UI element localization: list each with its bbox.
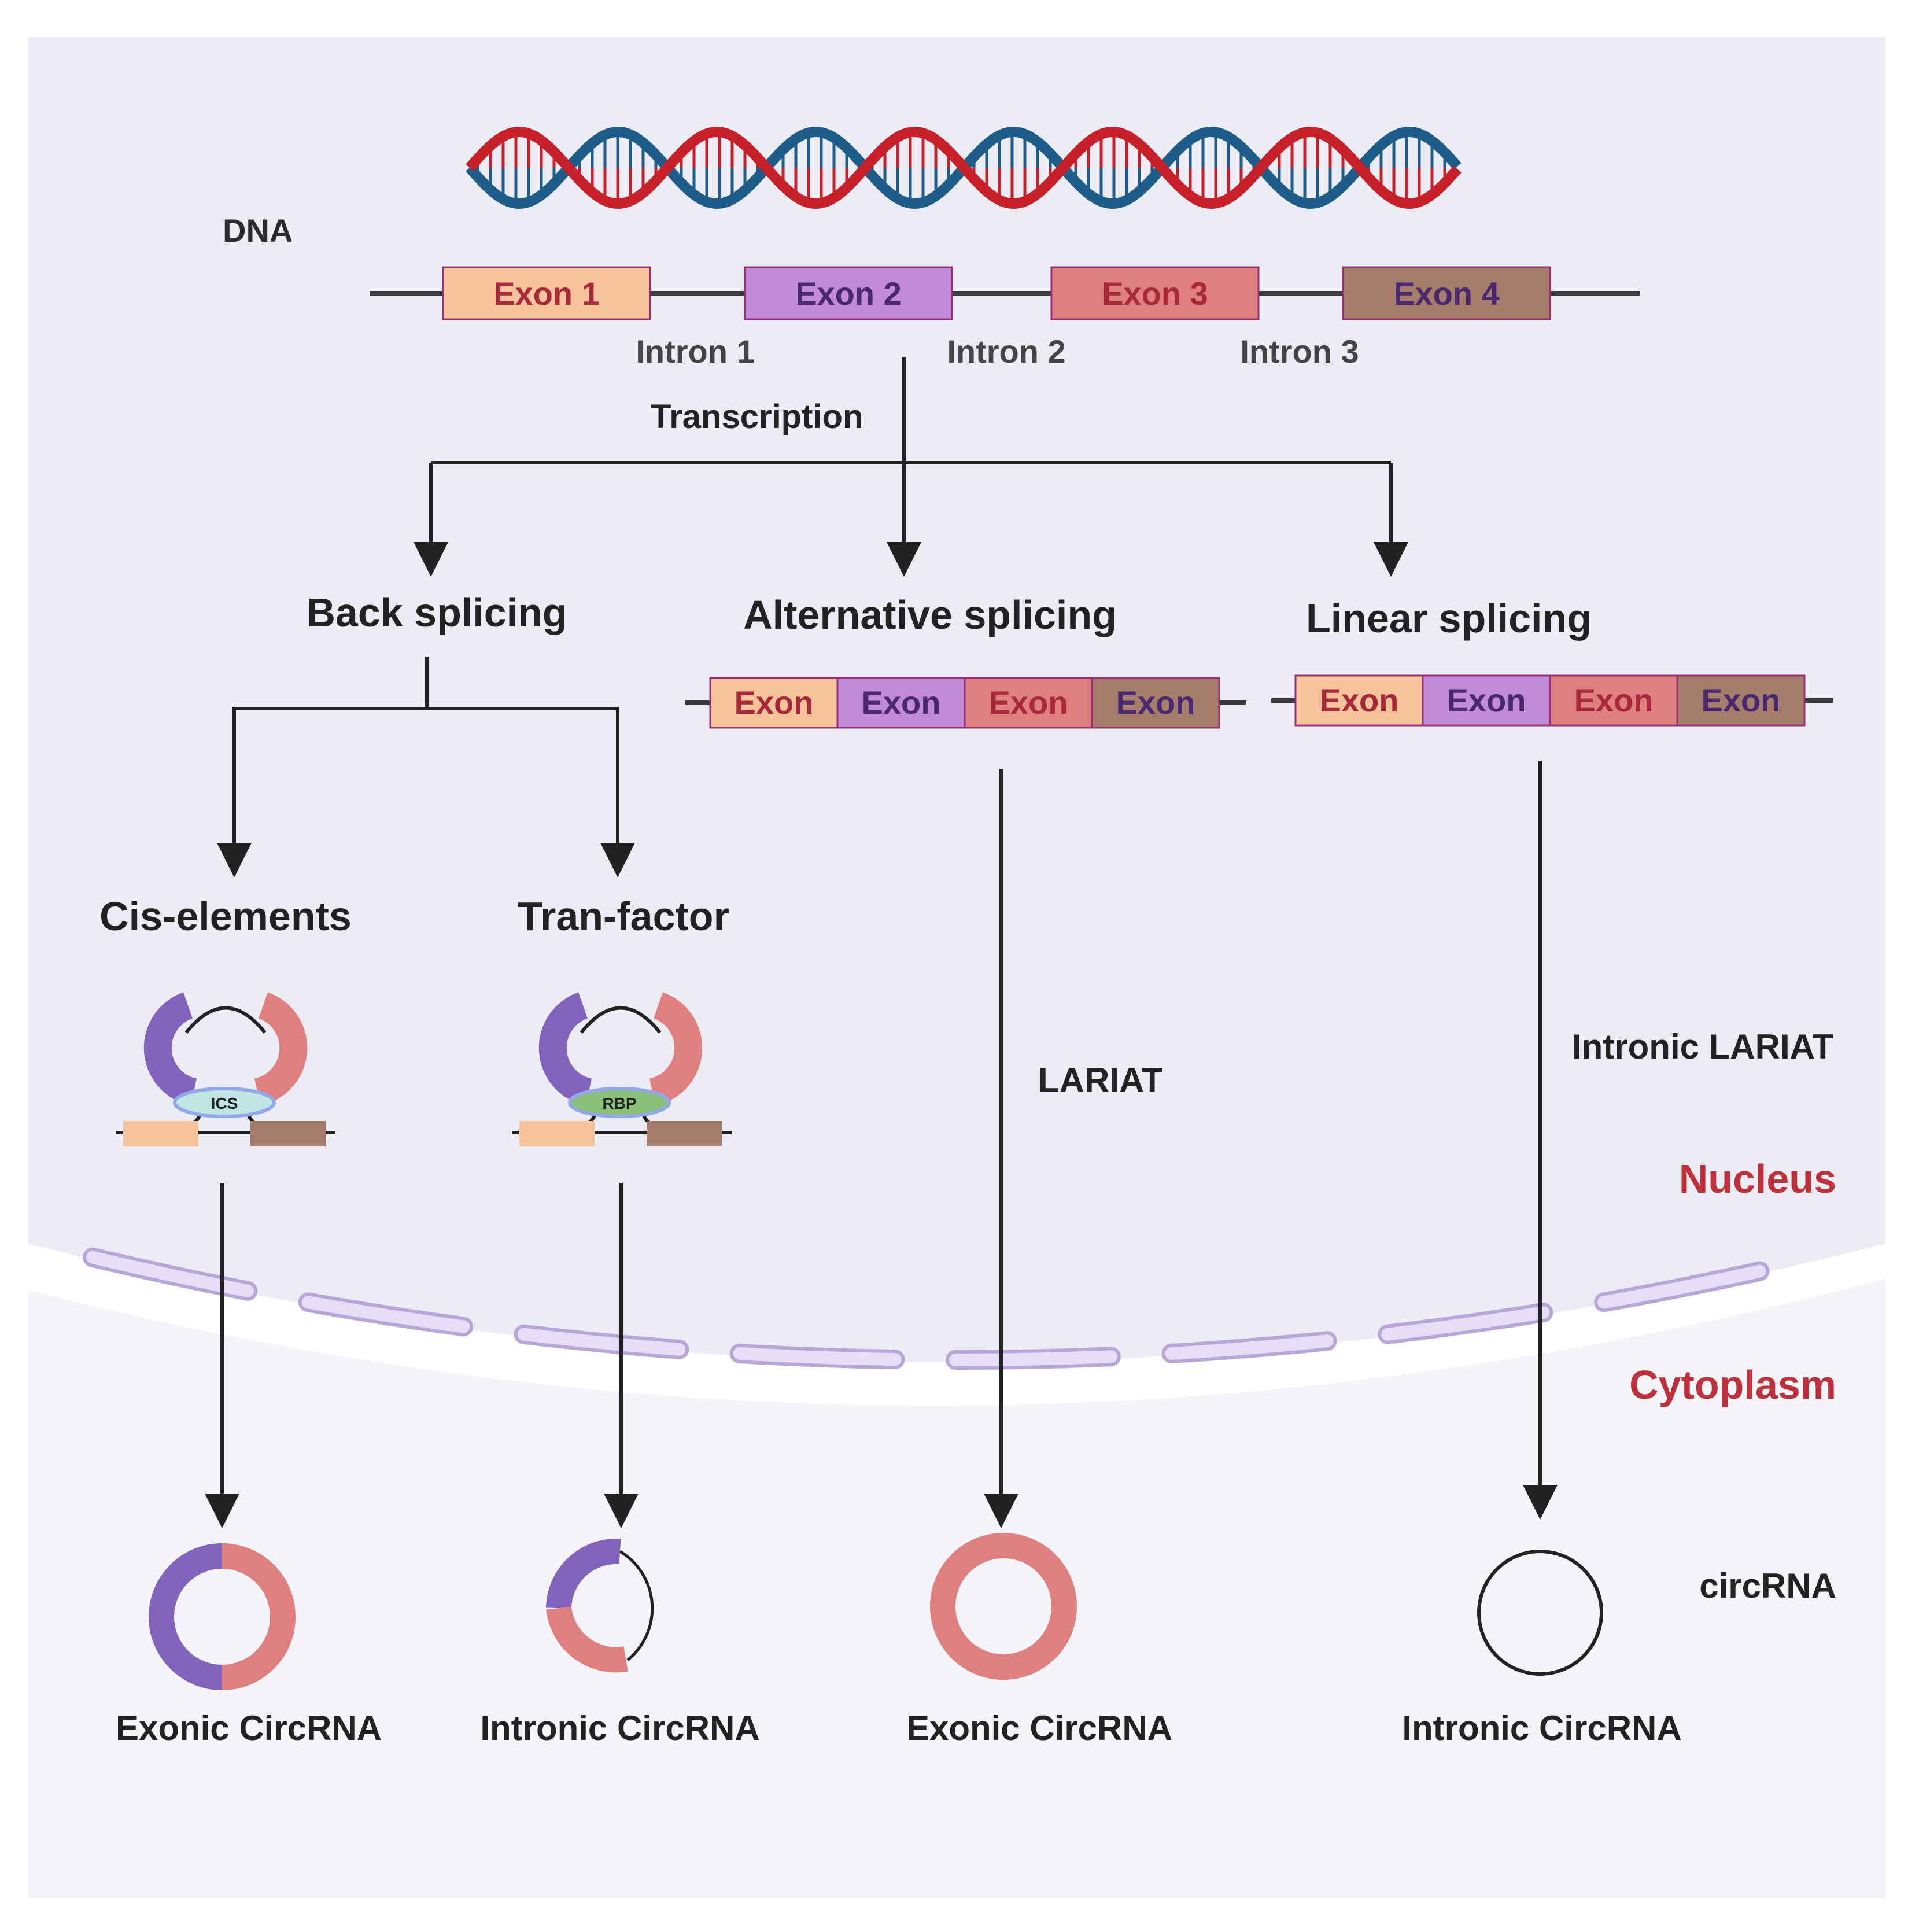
- dna-strand-red: [466, 126, 1462, 209]
- ics-oval: [173, 1087, 276, 1118]
- intron-3-label: Intron 3: [1240, 333, 1359, 370]
- alternative-mature-transcript: Exon Exon Exon Exon: [685, 677, 1246, 729]
- intronic-circrna-1-thin-arc: [619, 1550, 654, 1661]
- circrna-label: circRNA: [1699, 1566, 1836, 1605]
- back-splicing-title: Back splicing: [306, 590, 567, 635]
- trans-exon-right: [647, 1121, 722, 1146]
- trans-loop-arc: [580, 1006, 662, 1034]
- membrane-segment: [517, 1328, 686, 1356]
- trans-factor-mechanism: RBP: [512, 992, 732, 1146]
- lin-exon-1: [1294, 674, 1424, 727]
- nuclear-envelope-gap: [28, 1244, 1885, 1406]
- cis-exon-left: [123, 1121, 198, 1146]
- ics-label: ICS: [211, 1094, 238, 1112]
- tran-factor-title: Tran-factor: [518, 894, 729, 939]
- alt-exon-1-label: Exon: [735, 684, 814, 721]
- alt-exon-4-label: Exon: [1116, 684, 1195, 721]
- alt-exon-4: [1091, 677, 1220, 729]
- product-label-1: Exonic CircRNA: [116, 1709, 382, 1747]
- exonic-circrna-1-purple-half: [149, 1543, 223, 1690]
- dna-double-helix: [466, 126, 1462, 209]
- back-splicing-connectors: [217, 657, 635, 877]
- nuclear-membrane: [83, 1247, 1770, 1370]
- cis-pink-arc: [254, 992, 308, 1106]
- exon-1-label: Exon 1: [493, 275, 600, 312]
- membrane-segment: [733, 1347, 902, 1366]
- exonic-circrna-1-pink-half: [222, 1543, 296, 1690]
- cis-loop-arc: [184, 1006, 267, 1034]
- intron-2-label: Intron 2: [947, 333, 1065, 370]
- trans-purple-arc: [538, 992, 592, 1106]
- cytoplasm-label: Cytoplasm: [1629, 1362, 1836, 1407]
- cis-exon-right: [250, 1121, 326, 1146]
- lin-exon-4-label: Exon: [1702, 682, 1781, 718]
- exon-4-label: Exon 4: [1393, 275, 1500, 312]
- membrane-segment: [1381, 1306, 1550, 1341]
- rbp-oval: [568, 1087, 671, 1118]
- intronic-circrna-2: [1477, 1550, 1603, 1676]
- alt-exon-3-label: Exon: [989, 684, 1068, 721]
- alt-exon-3: [964, 677, 1093, 729]
- exon-2-block: Exon 2: [744, 266, 953, 320]
- membrane-segment: [1165, 1334, 1334, 1360]
- intron-1-label: Intron 1: [636, 333, 754, 370]
- alt-exon-2-label: Exon: [862, 684, 941, 721]
- product-label-4: Intronic CircRNA: [1402, 1709, 1681, 1747]
- transcription-label: Transcription: [651, 398, 863, 436]
- exon-2-label: Exon 2: [795, 275, 902, 312]
- lin-exon-4: [1676, 674, 1806, 727]
- exon-3-block: Exon 3: [1050, 266, 1260, 320]
- linear-splicing-title: Linear splicing: [1306, 596, 1592, 641]
- membrane-segment: [301, 1296, 470, 1333]
- exon-4-box: [1342, 266, 1551, 320]
- membrane-segment: [949, 1350, 1117, 1366]
- trans-exon-left: [519, 1121, 595, 1146]
- exon-3-box: [1050, 266, 1260, 320]
- lin-exon-2-label: Exon: [1447, 682, 1526, 718]
- intronic-circrna-1-purple-arc: [546, 1538, 621, 1609]
- exon-1-block: Exon 1: [442, 266, 651, 320]
- lin-exon-1-label: Exon: [1320, 682, 1399, 718]
- nucleus-label: Nucleus: [1679, 1156, 1836, 1201]
- membrane-segment: [1597, 1264, 1766, 1309]
- product-label-3: Exonic CircRNA: [906, 1709, 1172, 1747]
- cis-elements-title: Cis-elements: [99, 894, 352, 939]
- lin-exon-3: [1549, 674, 1678, 727]
- exonic-circrna-2: [930, 1533, 1077, 1680]
- exon-4-block: Exon 4: [1342, 266, 1551, 320]
- exon-1-box: [442, 266, 651, 320]
- product-label-2: Intronic CircRNA: [480, 1709, 759, 1747]
- intronic-lariat-label: Intronic LARIAT: [1572, 1027, 1833, 1066]
- cis-element-mechanism: ICS: [116, 992, 335, 1146]
- rbp-label: RBP: [602, 1094, 636, 1112]
- alt-exon-1: [709, 677, 839, 729]
- alternative-splicing-title: Alternative splicing: [743, 592, 1117, 637]
- export-arrows: [205, 761, 1558, 1528]
- exon-3-label: Exon 3: [1102, 275, 1208, 312]
- intronic-circrna-1: [546, 1538, 654, 1673]
- cis-purple-arc: [143, 992, 197, 1106]
- exon-2-box: [744, 266, 953, 320]
- lariat-label: LARIAT: [1038, 1061, 1163, 1100]
- linear-mature-transcript: Exon Exon Exon Exon: [1271, 674, 1833, 727]
- alt-exon-2: [836, 677, 966, 729]
- lin-exon-3-label: Exon: [1574, 682, 1654, 718]
- trans-pink-arc: [649, 992, 703, 1106]
- intronic-circrna-1-pink-arc: [546, 1606, 628, 1673]
- transcription-connectors: [414, 357, 1408, 577]
- dna-label: DNA: [223, 212, 293, 249]
- exonic-circrna-1: [149, 1543, 296, 1690]
